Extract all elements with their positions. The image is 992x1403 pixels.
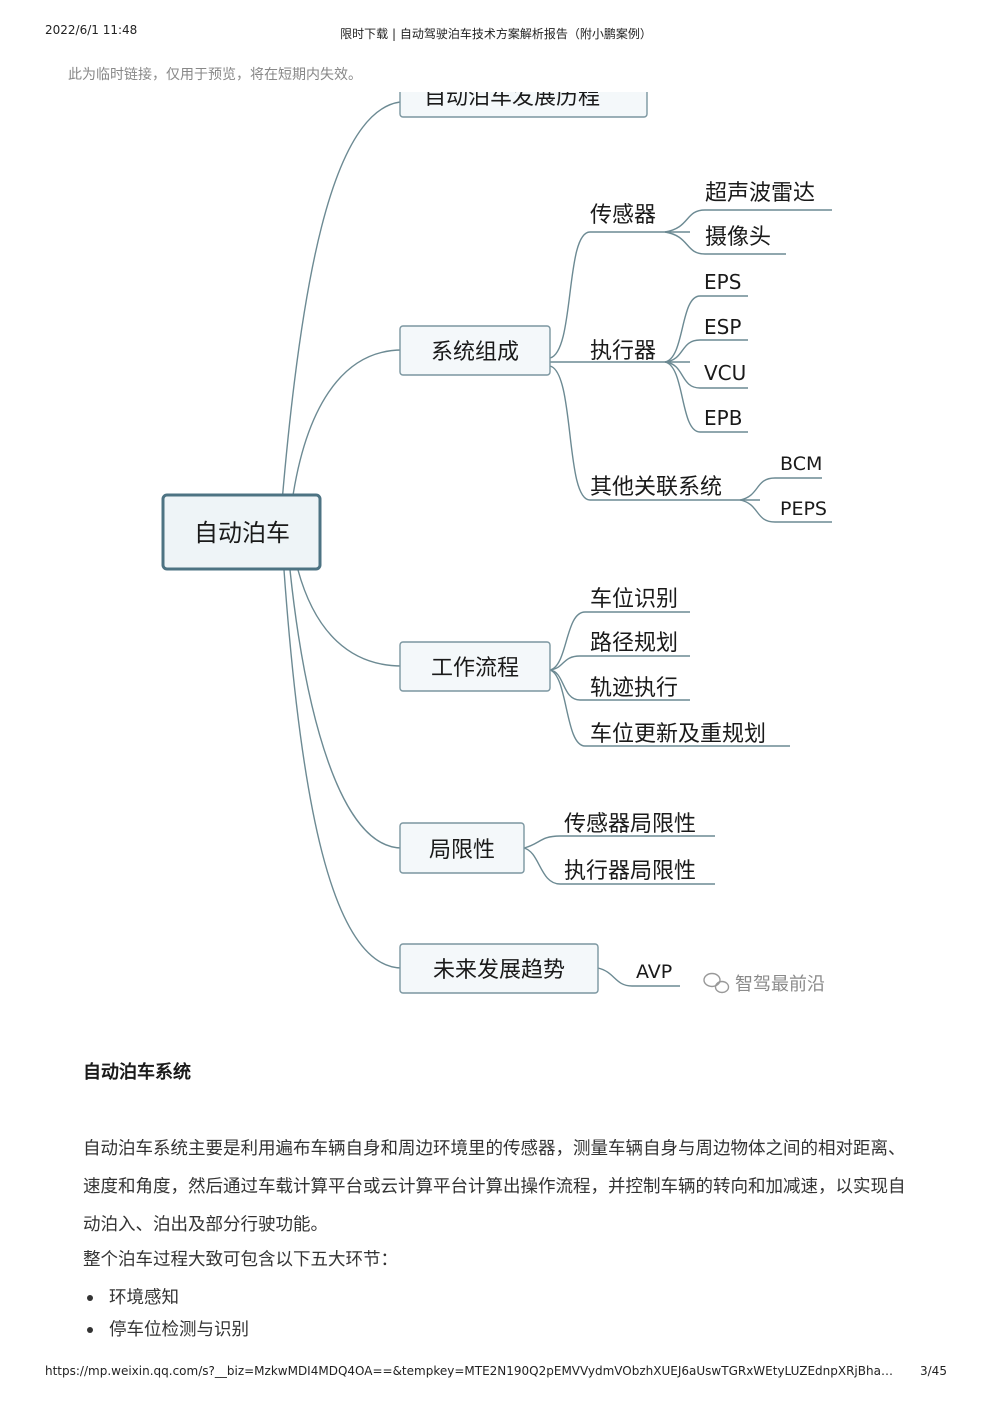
watermark-text: 智驾最前沿 <box>735 974 825 995</box>
body-paragraph: 自动泊车系统主要是利用遍布车辆自身和周边环境里的传感器，测量车辆自身与周边物体之… <box>83 1139 906 1235</box>
intro-line: 整个泊车过程大致可包含以下五大环节： <box>83 1250 398 1270</box>
connector-root-system <box>291 349 403 503</box>
node-future: 未来发展趋势 <box>433 958 565 983</box>
mind-map-image: 自动泊车发展历程 自动泊车 系统组成 传感器 超声波雷达 摄像头 执行器 EPS… <box>161 92 832 995</box>
node-root: 自动泊车 <box>194 519 290 547</box>
node-actuator-item: EPB <box>704 406 742 430</box>
print-datetime: 2022/6/1 11:48 <box>45 23 138 37</box>
node-actuator-item: EPS <box>704 270 741 294</box>
node-top-partial: 自动泊车发展历程 <box>424 92 600 110</box>
node-workflow-item: 轨迹执行 <box>590 676 678 701</box>
node-actuator-item: VCU <box>704 361 746 385</box>
node-system: 系统组成 <box>431 340 519 365</box>
node-limits-box <box>399 822 525 874</box>
connector-root-limits <box>289 569 403 849</box>
section-heading: 自动泊车系统 <box>83 1062 191 1083</box>
steps-list: 环境感知 停车位检测与识别 <box>83 1282 249 1346</box>
connector-future-avp <box>597 967 680 987</box>
connector-root-future <box>283 569 403 969</box>
wechat-icon <box>703 972 730 994</box>
connector-workflow-2 <box>549 655 690 671</box>
node-actuator: 执行器 <box>590 339 656 364</box>
list-item-label: 环境感知 <box>109 1288 179 1308</box>
connector-actuator-vcu <box>664 361 748 389</box>
node-workflow: 工作流程 <box>431 656 519 681</box>
connector-root-workflow <box>297 569 403 667</box>
connector-system-other <box>549 365 760 501</box>
list-item-label: 停车位检测与识别 <box>109 1320 249 1340</box>
connector-limits-1 <box>523 835 715 849</box>
connector-actuator-eps <box>664 295 748 363</box>
node-root-box <box>161 493 322 571</box>
node-top-partial-box <box>399 92 648 118</box>
connector-other-peps <box>739 499 832 523</box>
bullet-dot-icon <box>87 1295 93 1301</box>
connector-sensor-ultrasonic <box>664 209 832 233</box>
connector-actuator-esp <box>664 339 748 363</box>
node-workflow-item: 车位更新及重规划 <box>590 722 766 747</box>
print-page-title: 限时下载 | 自动驾驶泊车技术方案解析报告（附小鹏案例） <box>340 27 652 41</box>
footer-url: https://mp.weixin.qq.com/s?__biz=MzkwMDI… <box>45 1364 893 1378</box>
node-limits-item: 传感器局限性 <box>564 812 696 837</box>
node-system-box <box>399 325 551 376</box>
connector-actuator-epb <box>664 361 748 433</box>
node-workflow-item: 车位识别 <box>590 587 678 612</box>
node-future-item: AVP <box>636 961 672 983</box>
temporary-link-notice: 此为临时链接，仅用于预览，将在短期内失效。 <box>68 67 362 83</box>
mind-map-connectors <box>281 101 832 987</box>
connector-sensor-camera <box>664 231 786 255</box>
node-other: 其他关联系统 <box>590 475 722 500</box>
node-other-item: BCM <box>780 453 822 475</box>
list-item: 环境感知 <box>83 1282 249 1314</box>
connector-root-top <box>281 101 401 503</box>
node-other-item: PEPS <box>780 498 827 520</box>
node-actuator-item: ESP <box>704 315 741 339</box>
connector-workflow-1 <box>549 611 690 671</box>
list-item: 停车位检测与识别 <box>83 1314 249 1346</box>
connector-workflow-3 <box>549 669 690 701</box>
connector-workflow-4 <box>549 669 790 747</box>
connector-system-sensor <box>549 231 690 359</box>
node-sensor: 传感器 <box>590 203 656 228</box>
node-sensor-item: 摄像头 <box>705 225 771 250</box>
node-future-box <box>399 943 599 994</box>
connector-other-bcm <box>739 477 822 501</box>
node-workflow-item: 路径规划 <box>590 631 678 656</box>
node-sensor-item: 超声波雷达 <box>705 181 815 206</box>
node-workflow-box <box>399 641 551 692</box>
connector-limits-2 <box>523 847 715 885</box>
page-number: 3/45 <box>920 1364 947 1378</box>
bullet-dot-icon <box>87 1327 93 1333</box>
node-limits-item: 执行器局限性 <box>564 859 696 884</box>
node-limits: 局限性 <box>429 838 495 863</box>
